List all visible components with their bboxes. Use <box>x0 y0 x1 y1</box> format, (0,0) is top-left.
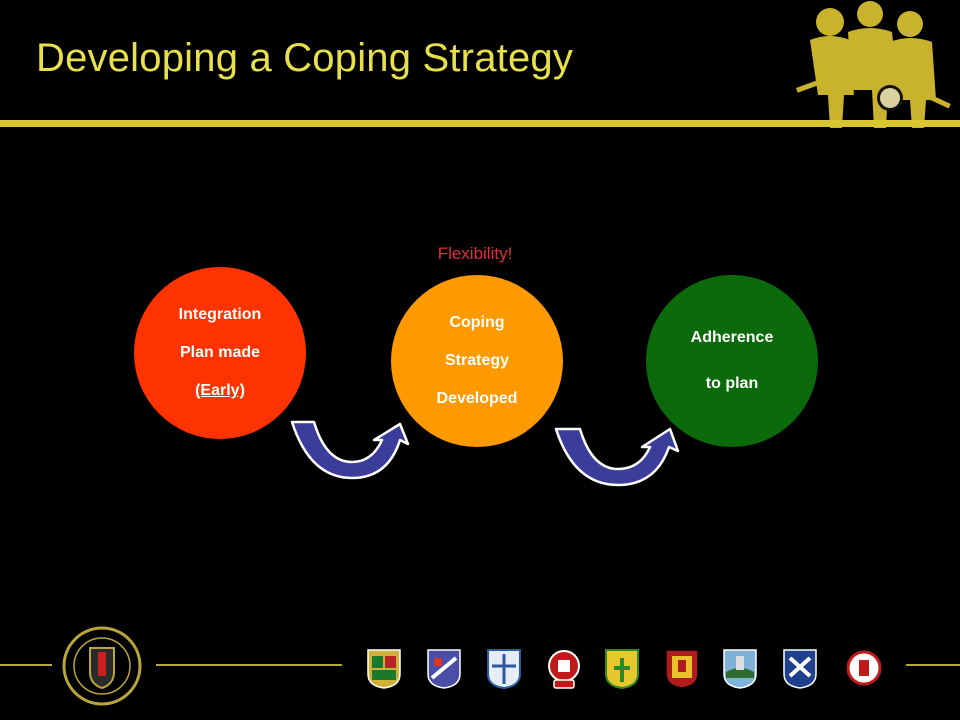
step-2-line-1: Coping <box>449 314 505 331</box>
step-2-line-3: Developed <box>436 390 518 407</box>
cavan-crest-icon <box>487 649 521 690</box>
donegal-crest-icon <box>605 649 639 690</box>
fermanagh-crest-icon <box>723 649 757 689</box>
step-1-line-1: Integration <box>178 306 262 323</box>
footer-divider <box>0 664 52 666</box>
footer-divider <box>156 664 342 666</box>
armagh-crest-icon <box>427 649 461 689</box>
step-1-line-2: Plan made <box>179 344 261 361</box>
antrim-crest-icon <box>367 649 401 689</box>
tyrone-crest-icon <box>846 650 882 686</box>
slide-title: Developing a Coping Strategy <box>36 36 574 80</box>
down-crest-icon <box>665 649 699 689</box>
ulster-gaa-crest-icon <box>62 626 142 706</box>
step-integration-plan: Integration Plan made (Early) <box>134 267 306 439</box>
step-3-line-2: to plan <box>705 375 759 392</box>
step-adherence: Adherence to plan <box>646 275 818 447</box>
step-coping-strategy: Coping Strategy Developed <box>391 275 563 447</box>
flexibility-label: Flexibility! <box>437 244 513 263</box>
curved-arrow-icon <box>554 427 680 487</box>
hurling-players-silhouette-icon <box>796 1 951 128</box>
step-3-line-1: Adherence <box>690 329 774 346</box>
curved-arrow-icon <box>290 420 410 480</box>
derry-crest-icon <box>548 650 580 689</box>
title-underline <box>0 120 960 127</box>
step-2-line-2: Strategy <box>444 352 510 369</box>
monaghan-crest-icon <box>783 649 817 689</box>
step-1-line-3: (Early) <box>195 382 245 399</box>
footer-divider <box>906 664 960 666</box>
